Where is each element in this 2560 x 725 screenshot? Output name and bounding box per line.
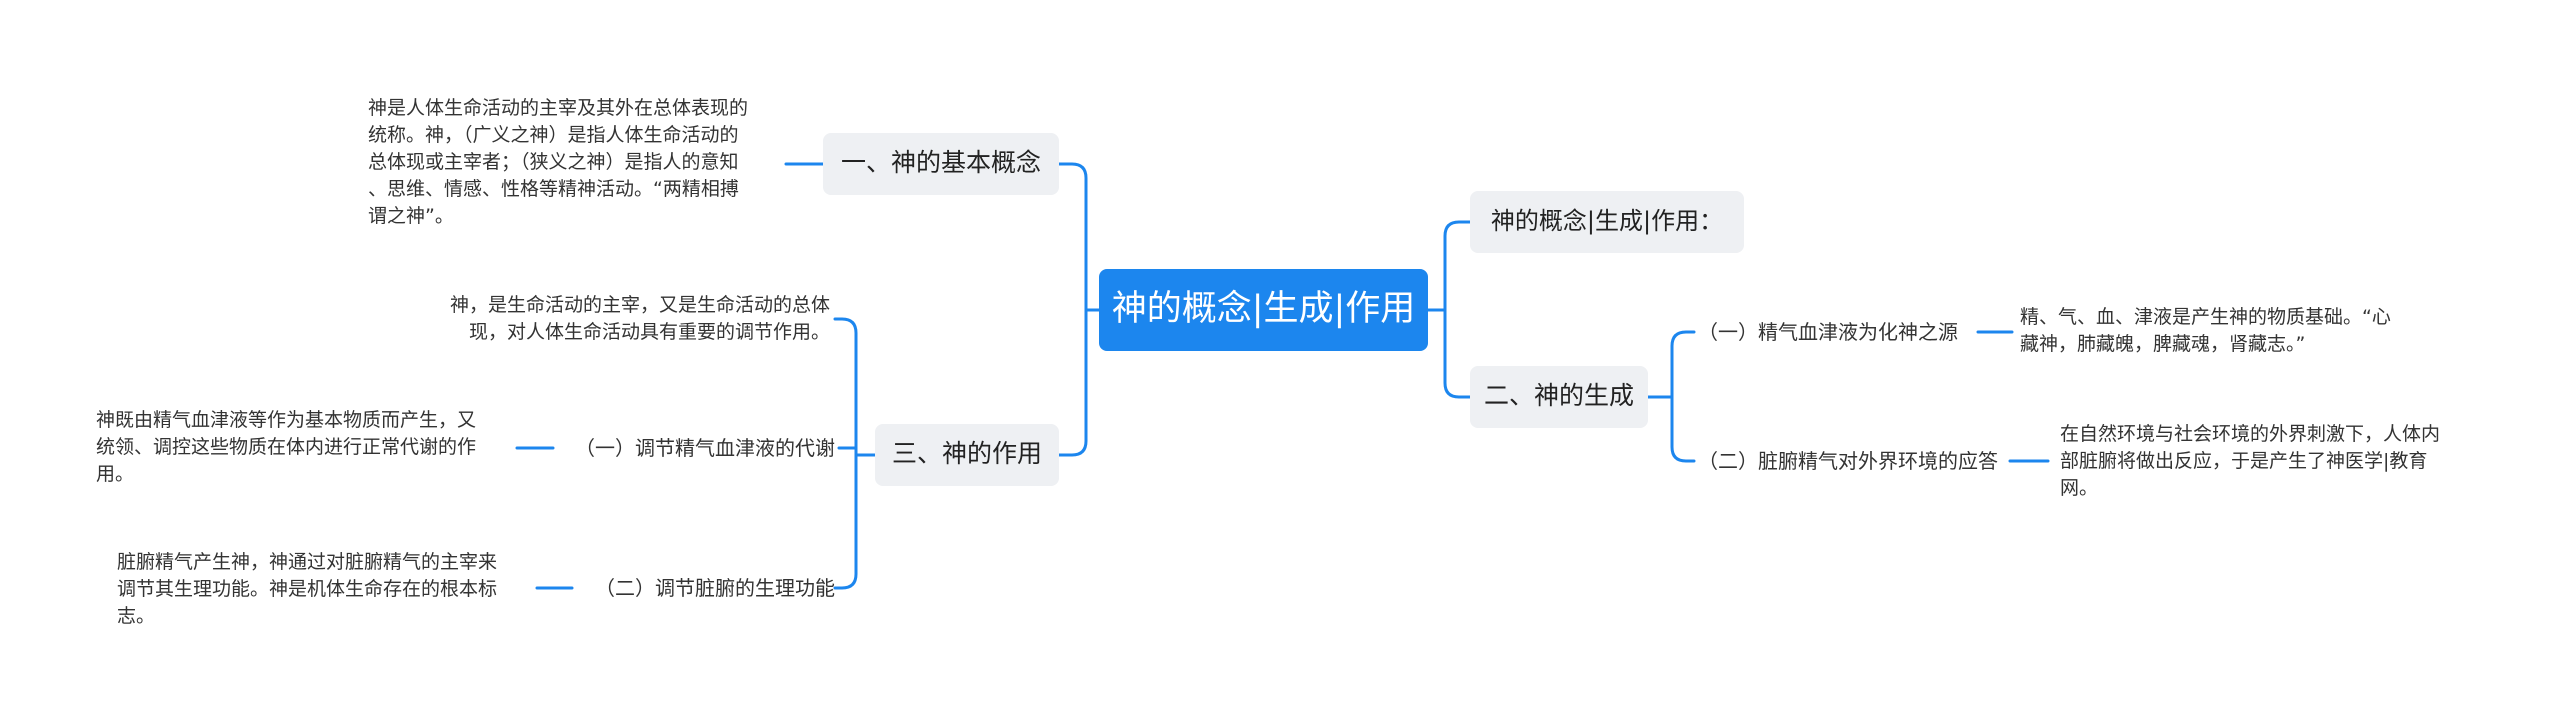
connector-root-concept	[1057, 162, 1088, 312]
connector-root-function	[1057, 308, 1088, 457]
connector-generation-1	[1670, 330, 1696, 399]
connector-function-1	[837, 446, 858, 457]
root-topic[interactable]: 神的概念|生成|作用	[1099, 269, 1428, 351]
function-item-2[interactable]: （二）调节脏腑的生理功能	[595, 576, 835, 600]
function-item-1[interactable]: （一）调节精气血津液的代谢	[575, 436, 835, 460]
concept-topic[interactable]: 一、神的基本概念	[823, 133, 1059, 195]
function-item-1-detail[interactable]: 神既由精气血津液等作为基本物质而产生，又 统领、调控这些物质在体内进行正常代谢的…	[96, 409, 477, 485]
connector-generation-2	[1670, 395, 1696, 463]
connector-function-2	[833, 453, 858, 590]
connector-function-summary	[833, 317, 858, 457]
generation-item-1[interactable]: （一）精气血津液为化神之源	[1698, 320, 1958, 344]
intro-topic[interactable]: 神的概念|生成|作用：	[1470, 191, 1744, 253]
connector-root-intro	[1443, 220, 1472, 312]
generation-item-1-detail[interactable]: 精、气、血、津液是产生神的物质基础。“心 藏神，肺藏魄，脾藏魂，肾藏志。”	[2020, 306, 2391, 355]
concept-detail[interactable]: 神是人体生命活动的主宰及其外在总体表现的 统称。神，（广义之神）是指人体生命活动…	[368, 97, 749, 227]
generation-topic[interactable]: 二、神的生成	[1470, 366, 1648, 428]
connector-root-generation	[1443, 308, 1472, 399]
generation-item-2-detail[interactable]: 在自然环境与社会环境的外界刺激下，人体内 部脏腑将做出反应，于是产生了神医学|教…	[2060, 423, 2441, 499]
function-topic[interactable]: 三、神的作用	[875, 424, 1059, 486]
function-item-2-detail[interactable]: 脏腑精气产生神，神通过对脏腑精气的主宰来 调节其生理功能。神是机体生命存在的根本…	[117, 551, 498, 627]
generation-item-2[interactable]: （二）脏腑精气对外界环境的应答	[1698, 449, 1998, 473]
function-summary[interactable]: 神，是生命活动的主宰，又是生命活动的总体 现，对人体生命活动具有重要的调节作用。	[449, 294, 830, 343]
